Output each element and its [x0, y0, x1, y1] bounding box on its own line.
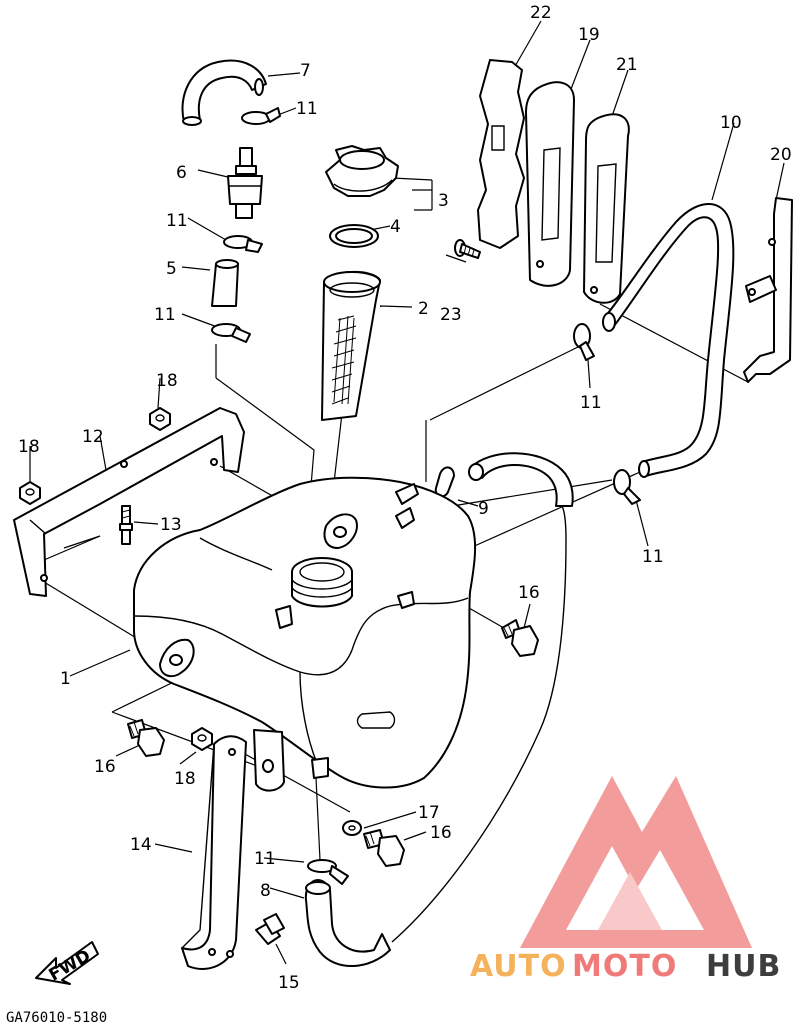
drawing-code: GA76010-5180	[6, 1010, 107, 1026]
callout-2: 2	[418, 299, 429, 319]
callout-1: 1	[60, 669, 71, 689]
watermark-auto: AUTO	[470, 949, 567, 984]
fwd-label: FWD	[46, 946, 95, 986]
nut-icon	[149, 407, 171, 431]
breather-hose-upper	[181, 59, 267, 126]
hose-clamp-icon	[613, 469, 641, 505]
callout-19: 19	[578, 25, 600, 45]
callout-22: 22	[530, 3, 552, 23]
callout-7: 7	[300, 61, 311, 81]
breather-hose-long	[602, 203, 735, 478]
callout-11-far-right: 11	[642, 547, 664, 567]
lower-stay	[181, 735, 247, 970]
callout-5: 5	[166, 259, 177, 279]
hose-clip-icon	[434, 466, 455, 498]
callout-11-right: 11	[580, 393, 602, 413]
drain-bolt-icon	[255, 913, 285, 945]
callout-3: 3	[438, 191, 449, 211]
insulator-plate	[477, 59, 525, 249]
callout-18-bottom: 18	[174, 769, 196, 789]
fuel-tank-cap	[325, 145, 399, 197]
callout-16-left: 16	[94, 757, 116, 777]
screw-icon	[454, 239, 481, 259]
callout-16-right: 16	[518, 583, 540, 603]
callout-16-bottom: 16	[430, 823, 452, 843]
callout-10: 10	[720, 113, 742, 133]
hose-clamp-icon	[211, 323, 251, 343]
callout-14: 14	[130, 835, 152, 855]
stud-bolt-icon	[119, 505, 133, 545]
callout-11-bottom: 11	[254, 849, 276, 869]
bolt-icon	[363, 829, 405, 867]
callout-23: 23	[440, 305, 462, 325]
callout-18-top: 18	[156, 371, 178, 391]
watermark-text: AUTO MOTO HUB	[470, 949, 781, 984]
fuel-tank	[133, 476, 477, 792]
callout-11-top: 11	[296, 99, 318, 119]
cap-gasket	[329, 224, 379, 248]
callout-13: 13	[160, 515, 182, 535]
hose-clamp-icon	[241, 107, 281, 125]
callout-20: 20	[770, 145, 792, 165]
callout-6: 6	[176, 163, 187, 183]
callout-8: 8	[260, 881, 271, 901]
tank-plate	[525, 81, 575, 287]
callout-17: 17	[418, 803, 440, 823]
callout-9: 9	[478, 499, 489, 519]
watermark-hub: HUB	[706, 949, 781, 984]
callout-21: 21	[616, 55, 638, 75]
watermark-moto: MOTO	[572, 949, 677, 984]
overflow-hose	[468, 452, 574, 507]
mounting-bracket	[743, 197, 793, 383]
callout-11-left: 11	[154, 305, 176, 325]
callout-12: 12	[82, 427, 104, 447]
callout-18-left: 18	[18, 437, 40, 457]
hose-clamp-icon	[573, 323, 595, 361]
filler-strainer	[321, 270, 381, 421]
callout-11-mid: 11	[166, 211, 188, 231]
hose-clamp-icon	[223, 235, 263, 253]
watermark-logo-icon	[520, 776, 752, 948]
bolt-icon	[127, 719, 165, 757]
callout-15: 15	[278, 973, 300, 993]
callout-4: 4	[390, 217, 401, 237]
fuel-hose-lower	[304, 505, 567, 967]
fuel-cock	[227, 147, 263, 219]
front-bracket	[13, 407, 245, 597]
tank-plate-rear	[583, 113, 630, 304]
nut-icon	[19, 481, 41, 505]
bolt-icon	[501, 619, 539, 657]
washer-icon	[342, 820, 362, 836]
nut-icon	[191, 727, 213, 751]
fwd-arrow-icon: FWD	[35, 941, 99, 986]
callout-numbers: 1 2 3 4 5 6 7 8 9 10 11 11 11 11 11 11 1…	[18, 3, 792, 993]
short-hose	[211, 259, 239, 307]
hose-clamp-icon	[307, 859, 349, 885]
